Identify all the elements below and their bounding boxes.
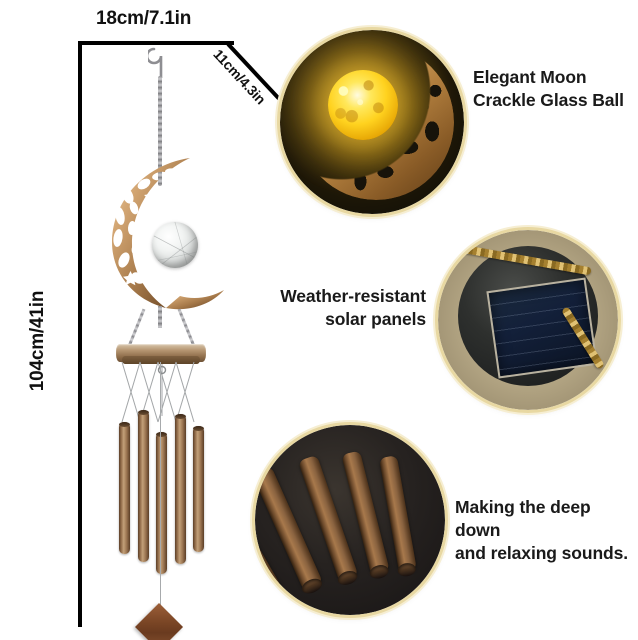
hanging-chain-mid xyxy=(158,306,162,328)
wind-sail xyxy=(134,602,184,640)
dimension-width-label: 18cm/7.1in xyxy=(96,8,192,29)
chime-tube xyxy=(175,414,186,564)
moon-filigree-icon xyxy=(112,158,224,310)
dimension-line-top xyxy=(78,41,234,45)
inset-photo-chime-tubes xyxy=(255,425,445,615)
chime-tube xyxy=(156,432,167,574)
callout-solar-text: Weather-resistant solar panels xyxy=(280,286,426,330)
dimension-height-label: 104cm/41in xyxy=(27,290,49,392)
chime-tube xyxy=(138,410,149,562)
crescent-moon-filigree xyxy=(298,44,454,200)
callout-moon-text: Elegant Moon Crackle Glass Ball xyxy=(473,67,624,111)
inset-photo-solar-panel xyxy=(438,230,618,410)
dimension-line-left xyxy=(78,41,82,627)
inset-photo-moon-ball xyxy=(280,30,464,214)
hanging-chain-top xyxy=(158,76,162,186)
chime-tube xyxy=(119,422,130,554)
wind-sail-string xyxy=(160,362,161,612)
chime-tube xyxy=(193,426,204,552)
chime-suspension-ring xyxy=(116,344,206,364)
crescent-moon-part xyxy=(94,150,230,312)
callout-tubes-text: Making the deep down and relaxing sounds… xyxy=(455,497,629,564)
product-illustration xyxy=(86,44,236,640)
crackle-glass-ball xyxy=(152,222,198,268)
chime-strings xyxy=(121,361,195,423)
hook-icon xyxy=(148,47,163,78)
